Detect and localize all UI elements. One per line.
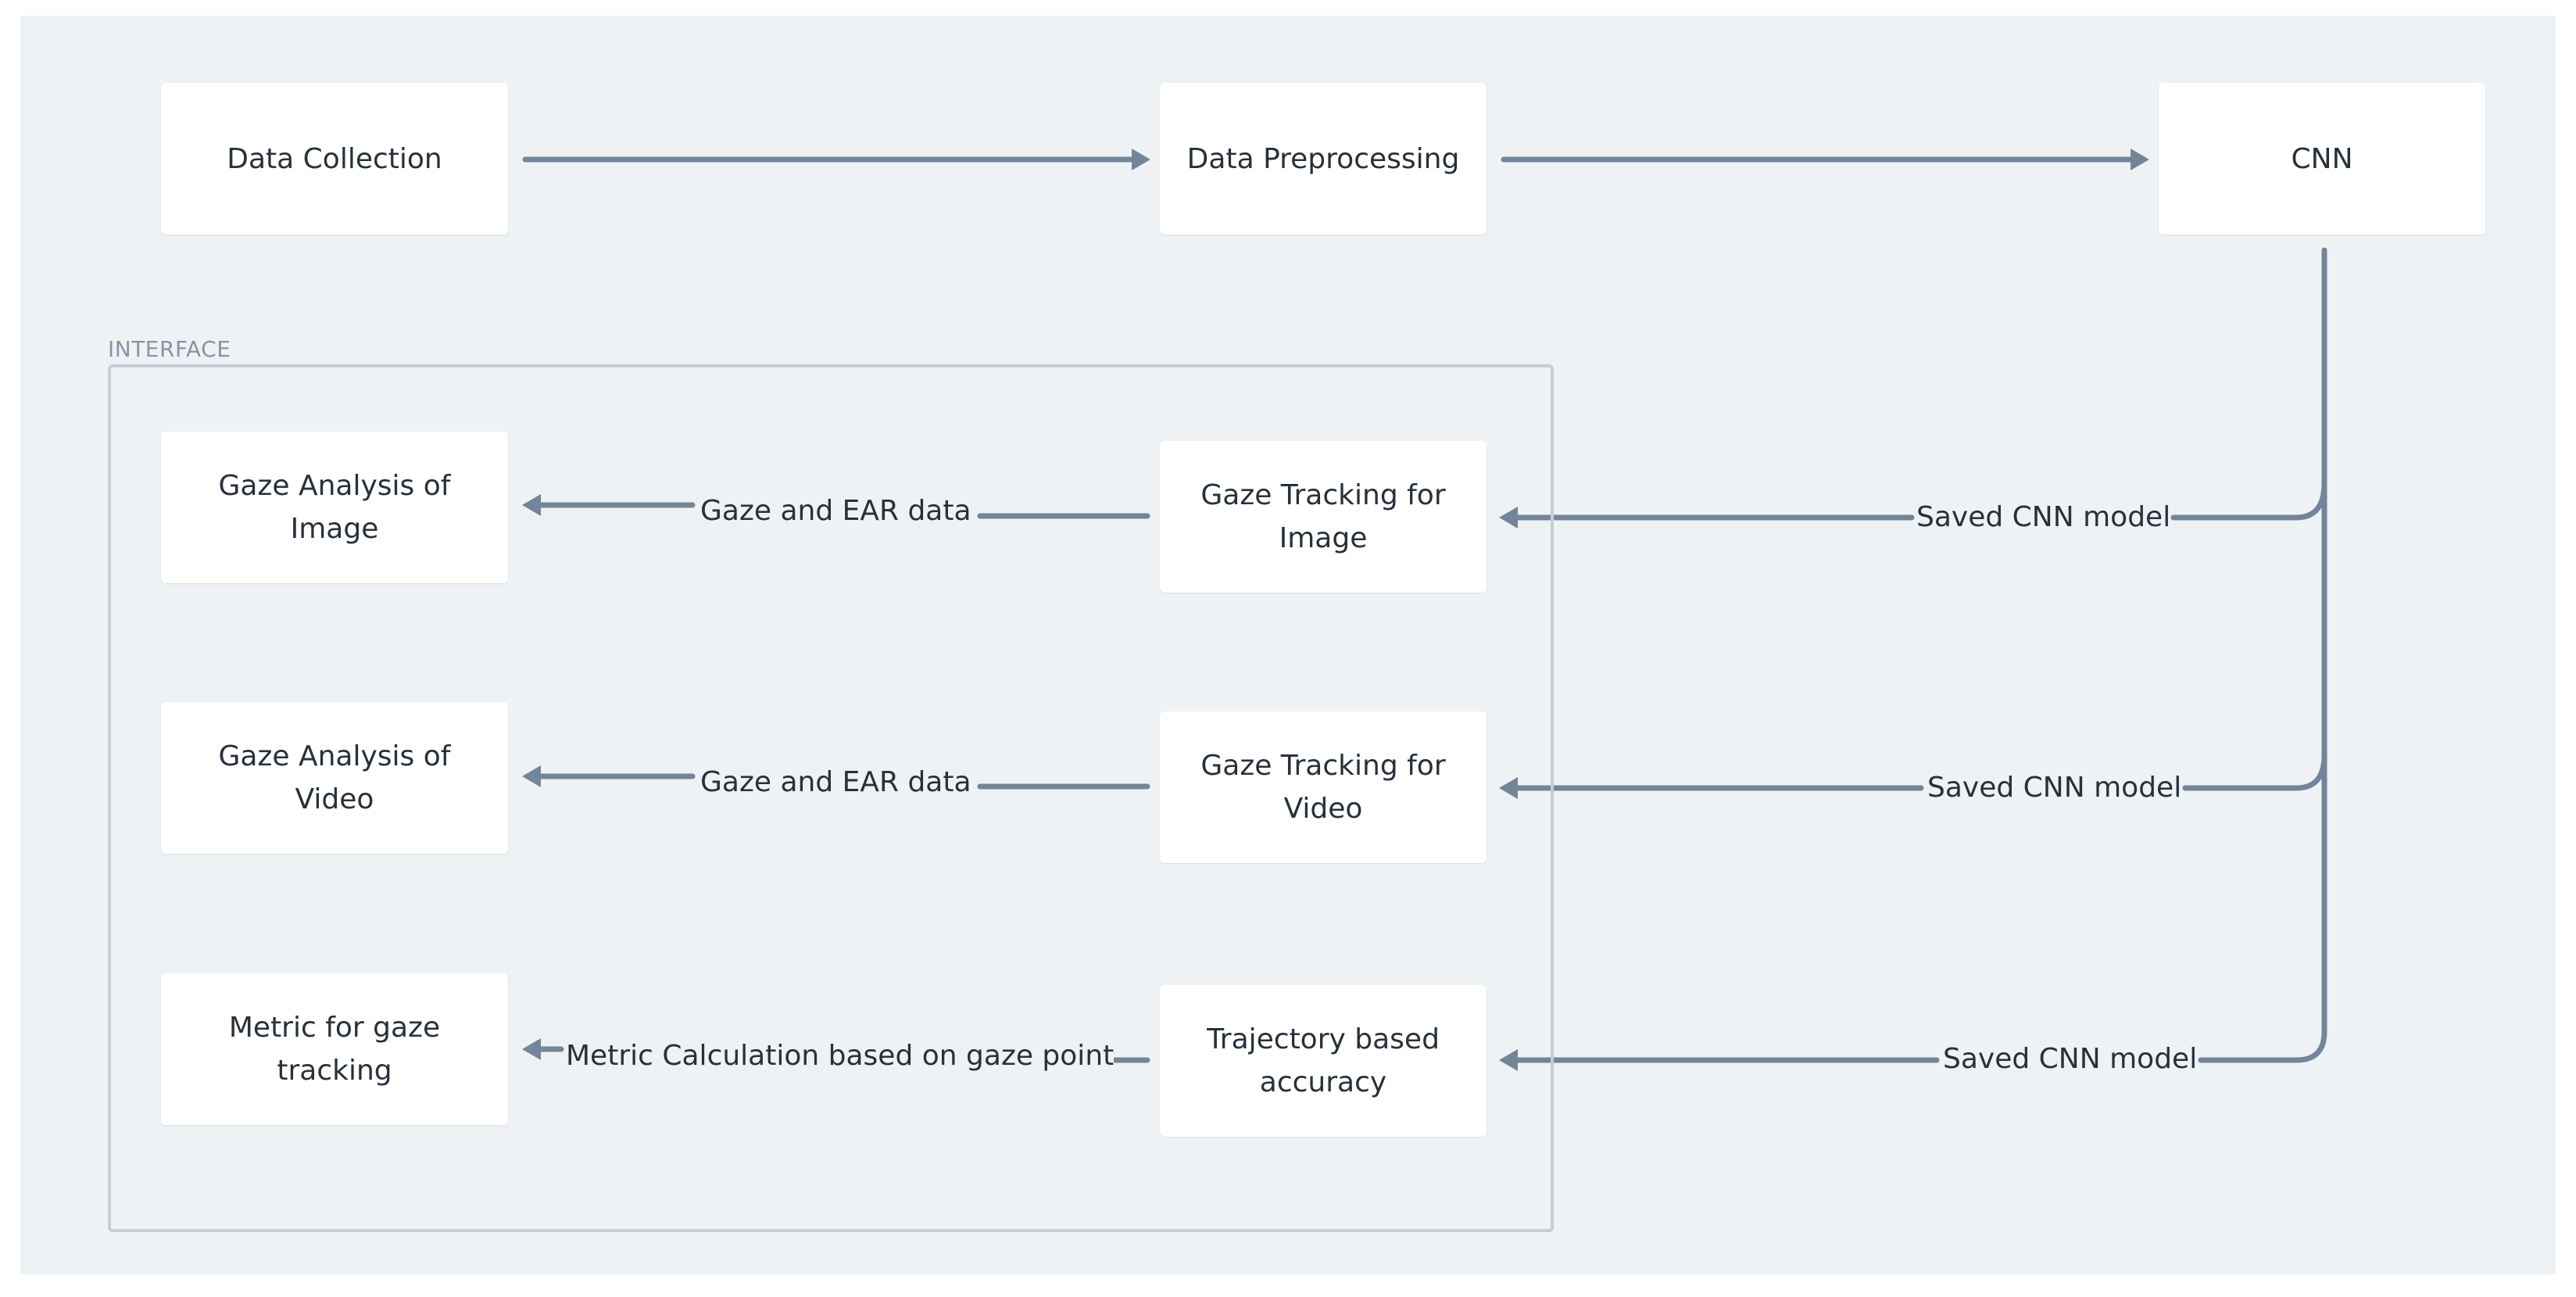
edge-label-model-video: Saved CNN model — [1927, 771, 2182, 805]
edge-cnn-trunk — [2198, 247, 2327, 1063]
node-trajectory-accuracy[interactable]: Trajectory based accuracy — [1160, 985, 1487, 1137]
group-label-interface: INTERFACE — [108, 336, 231, 362]
arrowhead-trajectory — [1499, 1049, 1518, 1071]
arrowhead-video-analysis — [522, 765, 541, 787]
node-data-preprocessing[interactable]: Data Preprocessing — [1160, 83, 1487, 235]
node-gaze-analysis-video[interactable]: Gaze Analysis of Video — [161, 702, 508, 854]
node-data-collection[interactable]: Data Collection — [161, 83, 508, 235]
node-gaze-tracking-image[interactable]: Gaze Tracking for Image — [1160, 441, 1487, 593]
node-cnn[interactable]: CNN — [2159, 83, 2485, 235]
edge-label-image-data: Gaze and EAR data — [700, 494, 971, 528]
group-interface — [108, 364, 1554, 1232]
node-metric-gaze-tracking[interactable]: Metric for gaze tracking — [161, 973, 508, 1125]
arrowhead-metric — [522, 1038, 541, 1060]
arrowhead-preprocessing — [1132, 149, 1150, 170]
edge-label-metric-calc: Metric Calculation based on gaze point — [566, 1039, 1114, 1073]
edge-label-video-data: Gaze and EAR data — [700, 765, 971, 800]
edge-cnn-branch-image — [2170, 480, 2327, 521]
arrowhead-image-tracking — [1499, 507, 1518, 528]
edge-label-model-image: Saved CNN model — [1916, 500, 2171, 535]
node-gaze-analysis-image[interactable]: Gaze Analysis of Image — [161, 432, 508, 583]
edge-label-model-trajectory: Saved CNN model — [1943, 1042, 2198, 1077]
edge-cnn-branch-video — [2182, 752, 2327, 791]
arrowhead-cnn — [2131, 149, 2149, 170]
node-gaze-tracking-video[interactable]: Gaze Tracking for Video — [1160, 711, 1487, 863]
arrowhead-video-tracking — [1499, 777, 1518, 799]
arrowhead-image-analysis — [522, 494, 541, 516]
